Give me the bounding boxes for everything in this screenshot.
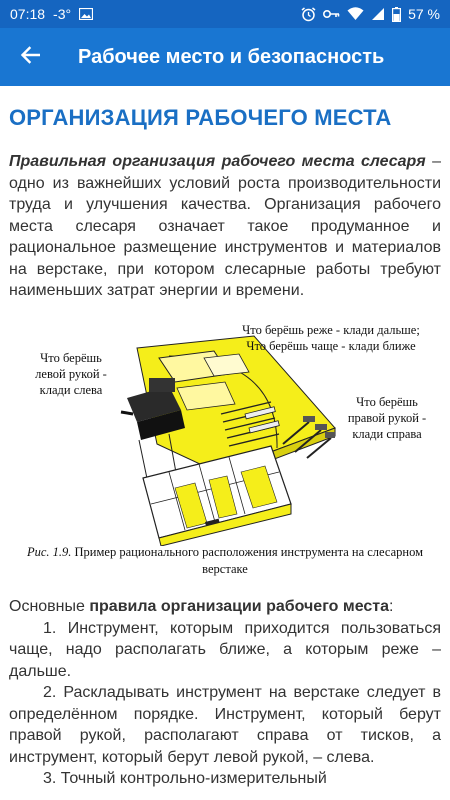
- intro-paragraph: Правильная организация рабочего места сл…: [9, 151, 441, 302]
- key-icon: [323, 9, 340, 19]
- workbench-figure: Что берёшь реже - клади дальше; Что берё…: [9, 318, 441, 576]
- figure-label-right-line2: правой рукой -: [347, 410, 427, 425]
- app-bar: Рабочее место и безопасность: [0, 28, 450, 86]
- intro-text: – одно из важнейших условий роста произв…: [9, 153, 442, 299]
- status-temperature: -3°: [53, 6, 72, 22]
- rule-item: 3. Точный контрольно-измерительный: [43, 770, 327, 787]
- status-time: 07:18: [10, 6, 46, 22]
- battery-icon: [392, 6, 402, 22]
- figure-label-left: Что берёшь левой рукой - клади слева: [21, 350, 121, 398]
- figure-caption: Рис. 1.9. Пример рационального расположе…: [9, 544, 441, 578]
- back-button[interactable]: [0, 28, 60, 86]
- wifi-icon: [347, 7, 364, 21]
- figure-label-top-line1: Что берёшь реже - клади дальше;: [242, 322, 420, 337]
- rules-intro-colon: :: [389, 597, 394, 615]
- image-icon: [79, 8, 94, 20]
- back-arrow-icon: [20, 45, 41, 69]
- figure-label-top: Что берёшь реже - клади дальше; Что берё…: [224, 322, 438, 354]
- article-heading: ОРГАНИЗАЦИЯ РАБОЧЕГО МЕСТА: [9, 105, 392, 130]
- intro-emphasis: Правильная организация рабочего места сл…: [9, 153, 426, 170]
- alarm-icon: [301, 6, 316, 22]
- page-title: Рабочее место и безопасность: [78, 45, 385, 68]
- rules-intro-plain: Основные: [9, 597, 90, 615]
- workbench-illustration: [120, 334, 336, 546]
- figure-label-right: Что берёшь правой рукой - клади справа: [335, 394, 439, 442]
- rules-intro: Основные правила организации рабочего ме…: [9, 596, 441, 618]
- status-bar: 07:18 -3° 57 %: [0, 0, 450, 28]
- rules-intro-bold: правила организации рабочего места: [89, 597, 390, 615]
- figure-label-right-line3: клади справа: [352, 426, 422, 441]
- figure-label-right-line1: Что берёшь: [356, 394, 418, 409]
- rule-item: 1. Инструмент, которым приходится пользо…: [9, 619, 441, 680]
- caption-text: Пример рационального расположения инстру…: [71, 544, 424, 576]
- article-content[interactable]: ОРГАНИЗАЦИЯ РАБОЧЕГО МЕСТА Правильная ор…: [0, 86, 450, 800]
- caption-number: Рис. 1.9.: [26, 544, 72, 559]
- figure-label-left-line1: Что берёшь: [40, 350, 102, 365]
- signal-icon: [371, 7, 385, 21]
- figure-label-left-line3: клади слева: [39, 382, 103, 397]
- figure-label-left-line2: левой рукой -: [35, 366, 107, 381]
- figure-label-top-line2: Что берёшь чаще - клади ближе: [246, 338, 416, 353]
- battery-percent: 57 %: [408, 6, 440, 22]
- rule-item: 2. Раскладывать инструмент на верстаке с…: [9, 684, 441, 766]
